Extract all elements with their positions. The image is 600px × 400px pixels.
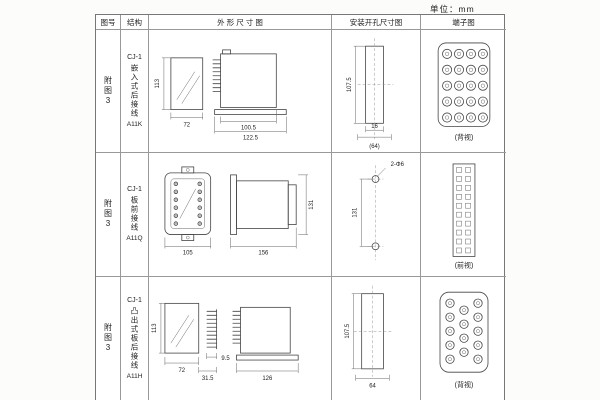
outline-cell-a11q: 105 156 131: [149, 153, 332, 277]
view-caption: (背视): [455, 380, 474, 389]
fig-cell-a11k: 附图3: [96, 30, 121, 154]
dimension-lines: 113 72 9.5 31.5 126: [152, 302, 299, 382]
mount-drawing-a11q: 2-Φ6 131: [353, 163, 405, 261]
front-view: [164, 302, 200, 354]
side-view: [212, 49, 287, 115]
dim-width: 72: [183, 122, 190, 128]
header-structure: 结构: [121, 15, 149, 30]
dim-height: 113: [152, 322, 158, 332]
terminal-dots-left: [173, 181, 179, 227]
hole-label: 2-Φ6: [391, 163, 405, 169]
type-code: A11K: [126, 121, 143, 129]
fig-cell-a11q: 附图3: [96, 153, 121, 277]
view-caption: (前视): [455, 261, 474, 270]
dim-depth1: 156: [258, 251, 269, 257]
mount-cell-a11h: 107.5 64: [332, 276, 421, 400]
mount-cell-a11k: 107.5 16 (64): [332, 30, 421, 154]
dimension-lines: 107.5 16 (64): [347, 45, 392, 150]
dim-height: 113: [155, 78, 161, 88]
terminal-cell-a11k: (背视): [421, 30, 506, 154]
dim-height: 107.5: [345, 323, 351, 339]
figure-number: 附图3: [103, 75, 113, 107]
terminal-dots-right: [197, 181, 202, 227]
type-code: A11Q: [126, 235, 143, 243]
structure-cell-a11k: CJ-1 嵌入式后接线 A11K: [121, 30, 149, 154]
model-label: CJ-1: [127, 186, 142, 194]
terminal-diagram-a11k: (背视): [437, 42, 491, 141]
dim-depth1: 126: [262, 376, 273, 382]
model-label: CJ-1: [127, 296, 142, 304]
mount-cell-a11q: 2-Φ6 131: [332, 153, 421, 277]
dimension-table: 图号 结构 外 形 尺 寸 图 安装开孔尺寸图 端子图 附图3 CJ-1 嵌入式…: [95, 14, 506, 400]
front-view: [164, 166, 212, 242]
dim-depth2: 122.5: [243, 135, 259, 141]
dimension-lines: 105 156 131: [164, 174, 315, 257]
mount-drawing-a11k: 107.5 16 (64): [347, 38, 394, 150]
dim-depth1: 100.5: [241, 125, 257, 131]
terminal-grid-outer: [445, 298, 483, 364]
header-outline-dims: 外 形 尺 寸 图: [149, 15, 332, 30]
structure-cell-a11h: CJ-1 凸出式板后接线 A11H: [121, 276, 149, 400]
terminal-cell-a11h: (背视): [421, 277, 506, 400]
cutout-shape: [357, 38, 394, 140]
terminal-diagram-a11h: (背视): [439, 291, 489, 389]
mount-drawing-a11h: 107.5 64: [345, 285, 392, 389]
unit-label: 单位：mm: [430, 4, 475, 14]
structure-label: 板前接线: [130, 196, 139, 233]
outline-cell-a11h: 113 72 9.5 31.5 126: [149, 276, 332, 400]
side-view: [230, 174, 297, 236]
figure-number: 附图3: [103, 322, 113, 354]
dimension-lines: 131: [353, 179, 372, 247]
cutout-shape: [353, 285, 392, 377]
outline-drawing-a11q: 105 156 131: [164, 166, 315, 257]
dimension-lines: 113 72 100.5 122.5: [155, 57, 287, 141]
dim-height: 131: [353, 208, 359, 218]
hole-layout: [367, 165, 386, 261]
terminal-grid: [442, 48, 488, 123]
header-fig-no: 图号: [96, 15, 121, 30]
terminal-grid-middle: [459, 305, 469, 357]
terminal-strip: [456, 167, 471, 254]
terminal-diagram-a11q: (前视): [452, 163, 476, 270]
dim-width: 105: [183, 251, 194, 257]
dim-pin-depth: 9.5: [221, 356, 230, 362]
dim-width: 72: [179, 368, 186, 374]
header-mount-dims: 安装开孔尺寸图: [332, 15, 421, 30]
structure-label: 凸出式板后接线: [130, 306, 139, 370]
view-caption: (背视): [455, 132, 474, 141]
fig-cell-a11h: 附图3: [96, 276, 121, 400]
figure-number: 附图3: [103, 198, 113, 230]
dimension-lines: 107.5 64: [345, 293, 390, 389]
pin-comb: [206, 308, 218, 349]
outline-drawing-a11h: 113 72 9.5 31.5 126: [152, 302, 299, 382]
dim-width: 16: [371, 124, 378, 130]
type-code: A11H: [126, 372, 143, 380]
outline-cell-a11k: 113 72 100.5 122.5: [149, 30, 332, 154]
side-view: [232, 306, 299, 361]
front-view: [170, 57, 204, 110]
terminal-cell-a11q: (前视): [421, 153, 506, 277]
structure-label: 嵌入式后接线: [130, 64, 139, 119]
dim-height: 131: [309, 199, 315, 210]
dim-depth2: 31.5: [202, 376, 214, 382]
model-label: CJ-1: [127, 54, 142, 62]
dim-width2: (64): [369, 144, 380, 150]
dim-height: 107.5: [347, 77, 353, 93]
dim-width: 64: [369, 383, 376, 389]
header-terminal: 端子图: [421, 15, 506, 30]
outline-drawing-a11k: 113 72 100.5 122.5: [155, 49, 287, 141]
structure-cell-a11q: CJ-1 板前接线 A11Q: [121, 153, 149, 277]
